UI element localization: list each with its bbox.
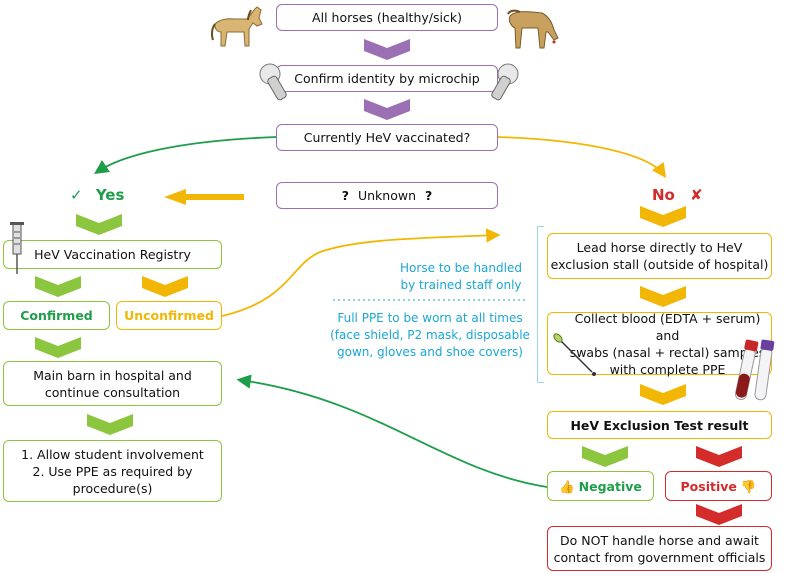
green-chevron-3 [35, 337, 81, 358]
no-connector [497, 136, 667, 178]
unknown-label: Unknown [357, 188, 417, 203]
confirm-identity-box: Confirm identity by microchip [276, 65, 498, 92]
question-mark-left: ? [341, 188, 349, 203]
yellow-chevron-1 [640, 206, 686, 227]
no-text: No [652, 186, 675, 204]
unknown-text: ? Unknown ? [342, 187, 433, 204]
do-not-handle-box: Do NOT handle horse and await contact fr… [547, 526, 772, 571]
lead-horse-box: Lead horse directly to HeV exclusion sta… [547, 233, 772, 279]
yes-text: Yes [95, 186, 125, 204]
negative-box: 👍 Negative [547, 471, 654, 501]
unconfirmed-text: Unconfirmed [124, 308, 214, 323]
student-line3: procedure(s) [72, 480, 153, 496]
confirmed-box: Confirmed [3, 301, 110, 330]
unconfirmed-connector [221, 228, 501, 317]
student-involvement-box: 1. Allow student involvement 2. Use PPE … [3, 440, 222, 502]
all-horses-text: All horses (healthy/sick) [312, 10, 462, 25]
purple-chevron-2 [364, 99, 410, 120]
yellow-chevron-2 [640, 286, 686, 307]
donot-line1: Do NOT handle horse and await [560, 532, 759, 548]
vaccinated-question-text: Currently HeV vaccinated? [303, 130, 471, 145]
all-horses-box: All horses (healthy/sick) [276, 4, 498, 31]
confirmed-text: Confirmed [20, 308, 93, 323]
exclusion-result-text: HeV Exclusion Test result [570, 417, 749, 433]
question-mark-right: ? [425, 188, 433, 203]
negative-return-connector [236, 374, 548, 488]
sick-horse-icon [507, 9, 559, 49]
collect-line2: swabs (nasal + rectal) samples [569, 344, 766, 360]
handled-line2: by trained staff only [400, 278, 522, 292]
vaccination-registry-box: HeV Vaccination Registry [3, 240, 222, 269]
blood-tube-icon [734, 339, 775, 401]
collect-line3: with complete PPE [609, 361, 726, 377]
microchip-scanner-icon [491, 63, 519, 101]
unconfirmed-box: Unconfirmed [116, 301, 222, 330]
green-chevron-2 [35, 276, 81, 297]
healthy-horse-icon [210, 6, 263, 47]
check-icon: ✓ [70, 186, 83, 204]
exclusion-result-box: HeV Exclusion Test result [547, 411, 772, 439]
yellow-chevron-3 [640, 384, 686, 405]
main-barn-box: Main barn in hospital and continue consu… [3, 361, 222, 406]
green-chevron-negative [582, 446, 628, 467]
confirm-identity-text: Confirm identity by microchip [294, 71, 480, 86]
donot-line2: contact from government officials [553, 549, 766, 565]
red-chevron-2 [696, 504, 742, 525]
unknown-to-yes-shaft [186, 194, 244, 200]
swab-icon [553, 333, 596, 376]
cross-icon: ✘ [690, 186, 703, 204]
unknown-to-yes-arrowhead [164, 189, 186, 205]
yes-connector [94, 136, 277, 174]
vaccination-registry-text: HeV Vaccination Registry [34, 247, 191, 262]
ppe-line1: Full PPE to be worn at all times [337, 311, 523, 325]
main-barn-line1: Main barn in hospital and [33, 367, 192, 383]
green-chevron-1 [76, 214, 122, 235]
negative-text: Negative [578, 478, 642, 494]
ppe-note: Full PPE to be worn at all times (face s… [330, 310, 530, 361]
positive-box: Positive 👎 [665, 471, 772, 501]
purple-chevron-1 [364, 39, 410, 60]
student-line1: 1. Allow student involvement [21, 446, 204, 462]
notes-bracket [537, 226, 544, 383]
unknown-box: ? Unknown ? [276, 182, 498, 209]
collect-samples-box: Collect blood (EDTA + serum) and swabs (… [547, 310, 772, 377]
ppe-line2: (face shield, P2 mask, disposable [330, 328, 530, 342]
lead-line2: exclusion stall (outside of hospital) [550, 257, 769, 272]
main-barn-line2: continue consultation [44, 384, 181, 400]
vaccinated-question-box: Currently HeV vaccinated? [276, 124, 498, 151]
microchip-scanner-icon [259, 63, 287, 101]
student-line2: 2. Use PPE as required by [32, 463, 193, 479]
thumbs-up-icon: 👍 [559, 478, 575, 494]
red-chevron-positive [696, 446, 742, 467]
ppe-line3: gown, gloves and shoe covers) [337, 345, 523, 359]
no-label: No ✘ [652, 186, 703, 204]
collect-line1: Collect blood (EDTA + serum) and [574, 310, 761, 343]
thumbs-down-icon: 👎 [740, 478, 757, 494]
positive-text: Positive [680, 478, 737, 494]
yes-label: ✓ Yes [70, 186, 124, 204]
green-chevron-4 [87, 414, 133, 435]
handled-by-staff-note: Horse to be handled by trained staff onl… [395, 260, 527, 294]
syringe-icon [10, 222, 24, 274]
yellow-chevron-unconfirmed [142, 276, 188, 297]
handled-line1: Horse to be handled [400, 261, 522, 275]
lead-line1: Lead horse directly to HeV [576, 240, 743, 255]
